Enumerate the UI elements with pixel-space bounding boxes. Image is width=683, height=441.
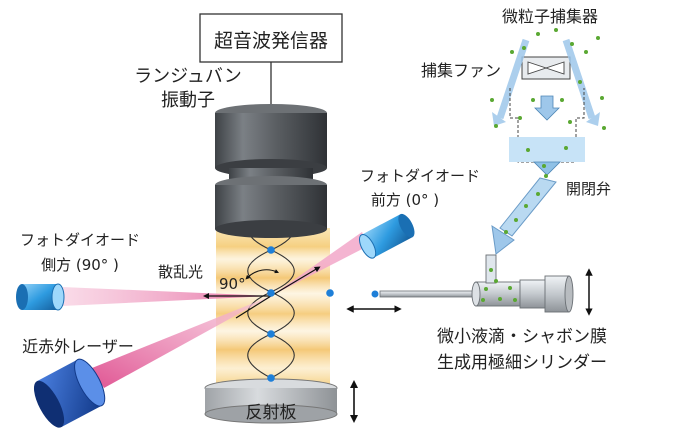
photodiode-front	[358, 213, 415, 259]
langevin-transducer	[215, 104, 327, 238]
photodiode-front-label-line2: 前方 (0° )	[371, 191, 439, 209]
particle-collector	[490, 28, 606, 255]
collection-fan	[521, 56, 571, 80]
fine-cylinder	[371, 254, 574, 313]
node-3	[267, 330, 275, 338]
laser-axis-line	[235, 295, 272, 319]
node-1	[267, 246, 275, 254]
angle-label: 90°	[219, 275, 246, 293]
photodiode-side-label-line1: フォトダイオード	[20, 231, 140, 249]
scatter-arrow-front	[270, 266, 321, 297]
generator-label: 超音波発信器	[214, 30, 328, 52]
fan-label: 捕集ファン	[421, 61, 501, 80]
photodiode-side	[16, 283, 65, 311]
angle-arc	[245, 269, 280, 280]
near-infrared-laser	[33, 358, 106, 428]
reflector-label: 反射板	[246, 403, 297, 423]
node-side	[326, 289, 334, 297]
laser-label: 近赤外レーザー	[22, 337, 134, 356]
valve-label: 開閉弁	[566, 180, 611, 198]
cylinder-label-line2: 生成用極細シリンダー	[437, 353, 607, 373]
side-scatter-beam	[62, 287, 271, 306]
cylinder-label-line1: 微小液滴・シャボン膜	[437, 327, 607, 347]
ultrasonic-generator: 超音波発信器	[199, 13, 343, 63]
photodiode-side-label-line2: 側方 (90° )	[41, 256, 119, 274]
scatter-label: 散乱光	[158, 263, 203, 281]
levitation-nodes	[267, 246, 334, 382]
transducer-label-line1: ランジュバン	[134, 66, 242, 87]
standing-wave-region	[216, 203, 330, 384]
reflector-plate: 反射板	[204, 378, 338, 424]
node-4	[267, 374, 275, 382]
transducer-label-line2: 振動子	[161, 90, 215, 111]
laser-beam	[92, 296, 271, 388]
collector-label: 微粒子捕集器	[502, 7, 598, 26]
node-2	[267, 289, 275, 297]
photodiode-front-label-line1: フォトダイオード	[360, 167, 480, 185]
front-scatter-beam	[271, 232, 368, 296]
